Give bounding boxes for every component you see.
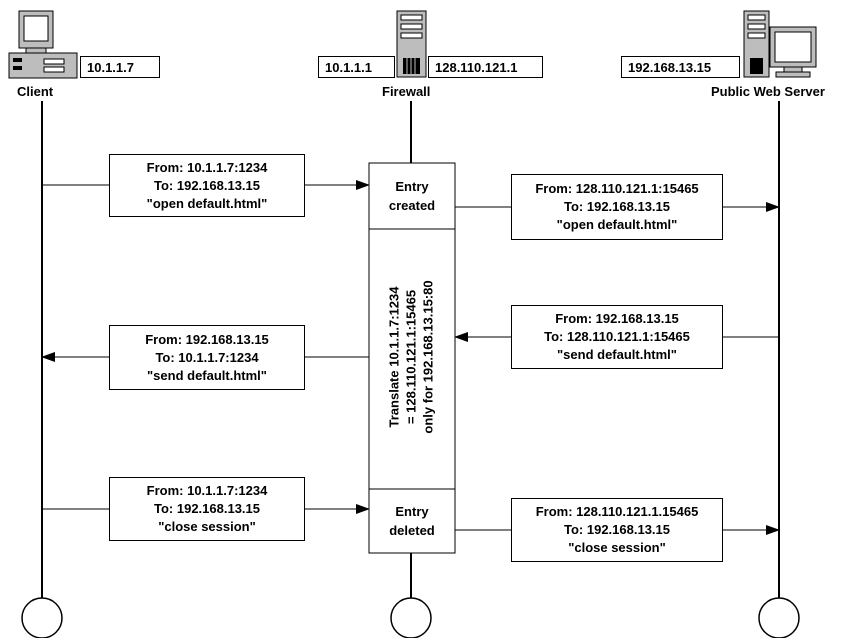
message-box-close-translated: From: 128.110.121.1.15465 To: 192.168.13… <box>511 498 723 562</box>
client-end-circle <box>21 597 63 638</box>
message-line: To: 128.110.121.1:15465 <box>544 329 690 344</box>
message-line: From: 10.1.1.7:1234 <box>146 483 268 498</box>
message-line: From: 128.110.121.1.15465 <box>535 504 699 519</box>
entry-deleted-line-1: Entry <box>395 504 429 519</box>
entry-created-cell: Entry created <box>369 163 455 229</box>
message-line: "close session" <box>568 540 666 555</box>
message-line: "send default.html" <box>557 347 677 362</box>
message-box-open-client: From: 10.1.1.7:1234 To: 192.168.13.15 "o… <box>109 154 305 217</box>
firewall-label: Firewall <box>382 84 431 99</box>
entry-deleted-cell: Entry deleted <box>369 489 455 553</box>
firewall-server-icon <box>396 10 427 78</box>
message-line: "open default.html" <box>146 195 268 211</box>
firewall-outside-ip-box: 128.110.121.1 <box>428 56 543 78</box>
message-box-send-client: From: 192.168.13.15 To: 10.1.1.7:1234 "s… <box>109 325 305 390</box>
firewall-end-circle <box>390 597 432 638</box>
message-line: "close session" <box>158 519 256 534</box>
translation-line-2: = 128.110.121.1:15465 <box>403 289 419 425</box>
message-line: "send default.html" <box>147 367 267 383</box>
message-line: To: 10.1.1.7:1234 <box>155 349 259 365</box>
message-line: From: 10.1.1.7:1234 <box>146 159 268 175</box>
message-line: To: 192.168.13.15 <box>154 177 260 193</box>
message-line: From: 128.110.121.1:15465 <box>535 181 699 196</box>
firewall-inside-ip-box: 10.1.1.1 <box>318 56 395 78</box>
web-server-icon <box>743 10 817 78</box>
firewall-table-frame <box>368 162 456 554</box>
message-box-open-translated: From: 128.110.121.1:15465 To: 192.168.13… <box>511 174 723 240</box>
message-line: "open default.html" <box>556 217 678 232</box>
message-line: To: 192.168.13.15 <box>564 522 670 537</box>
message-line: From: 192.168.13.15 <box>145 331 269 347</box>
entry-deleted-line-2: deleted <box>389 523 435 538</box>
server-ip-box: 192.168.13.15 <box>621 56 740 78</box>
message-line: To: 192.168.13.15 <box>154 501 260 516</box>
message-box-close-client: From: 10.1.1.7:1234 To: 192.168.13.15 "c… <box>109 477 305 541</box>
server-end-circle <box>758 597 800 638</box>
client-computer-icon <box>8 10 78 79</box>
client-ip-box: 10.1.1.7 <box>80 56 160 78</box>
translation-line-1: Translate 10.1.1.7:1234 <box>386 286 402 428</box>
message-box-send-server: From: 192.168.13.15 To: 128.110.121.1:15… <box>511 305 723 369</box>
entry-created-line-1: Entry <box>395 179 429 194</box>
message-line: To: 192.168.13.15 <box>564 199 670 214</box>
message-line: From: 192.168.13.15 <box>555 311 679 326</box>
entry-created-line-2: created <box>388 198 436 213</box>
server-label: Public Web Server <box>711 84 825 99</box>
translation-line-3: only for 192.168.13.15:80 <box>420 280 436 434</box>
client-label: Client <box>17 84 54 99</box>
